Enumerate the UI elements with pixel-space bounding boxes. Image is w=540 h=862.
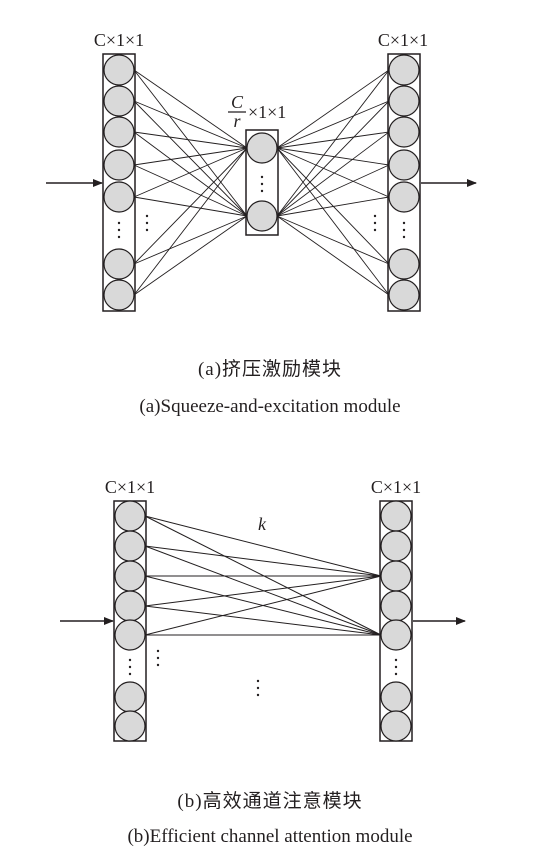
- panel-a-connections-left: [133, 69, 248, 296]
- input-node: [103, 54, 135, 86]
- output-node: [388, 248, 420, 280]
- panel-a-middle-dim-label: C r ×1×1: [228, 92, 286, 131]
- fc-connection: [133, 147, 248, 265]
- input-node: [103, 279, 135, 311]
- output-node: [380, 681, 412, 713]
- input-node: [114, 530, 146, 562]
- panel-b-right-dim-label: C×1×1: [371, 477, 421, 497]
- panel-b-ellipsis: [128, 649, 398, 697]
- fc-connection: [276, 147, 390, 265]
- local-connection: [144, 575, 382, 607]
- fc-connection: [276, 100, 390, 217]
- fc-connection: [276, 131, 390, 149]
- panel-b-connections: [144, 515, 382, 636]
- panel-b-caption-en: (b)Efficient channel attention module: [127, 826, 413, 847]
- output-node: [388, 116, 420, 148]
- fc-connection: [276, 100, 390, 149]
- local-connection: [144, 575, 382, 636]
- output-node: [380, 710, 412, 742]
- fc-connection: [133, 147, 248, 198]
- panel-a-connections-right: [276, 69, 390, 296]
- input-node: [114, 500, 146, 532]
- output-node: [388, 181, 420, 213]
- input-node: [114, 710, 146, 742]
- fc-connection: [133, 164, 248, 217]
- fc-connection: [276, 164, 390, 217]
- local-connection: [144, 605, 382, 636]
- fc-connection: [276, 215, 390, 296]
- panel-a-input-nodes: [103, 54, 135, 311]
- panel-a-caption-zh: (a)挤压激励模块: [197, 359, 343, 380]
- input-node: [103, 116, 135, 148]
- fraction-denominator: r: [233, 111, 241, 131]
- fc-connection: [276, 147, 390, 198]
- output-node: [380, 619, 412, 651]
- panel-a-ellipsis: [117, 175, 406, 239]
- input-node: [103, 248, 135, 280]
- input-node: [103, 149, 135, 181]
- fc-connection: [276, 147, 390, 166]
- fc-connection: [133, 147, 248, 296]
- panel-a-right-dim-label: C×1×1: [378, 30, 428, 50]
- middle-dim-suffix: ×1×1: [248, 102, 286, 122]
- fc-connection: [276, 69, 390, 217]
- panel-a-bottleneck-nodes: [246, 132, 278, 232]
- output-node: [388, 149, 420, 181]
- output-node: [380, 590, 412, 622]
- panel-a-output-nodes: [388, 54, 420, 311]
- fc-connection: [133, 69, 248, 217]
- panel-b-left-dim-label: C×1×1: [105, 477, 155, 497]
- panel-b-output-nodes: [380, 500, 412, 742]
- fc-connection: [133, 215, 248, 265]
- panel-b-kernel-label: k: [258, 514, 267, 534]
- fc-connection: [133, 131, 248, 149]
- fc-connection: [276, 69, 390, 149]
- fc-connection: [276, 215, 390, 265]
- input-node: [103, 85, 135, 117]
- output-node: [380, 500, 412, 532]
- input-node: [114, 681, 146, 713]
- fc-connection: [133, 69, 248, 149]
- fc-connection: [133, 100, 248, 217]
- input-node: [114, 590, 146, 622]
- output-node: [380, 560, 412, 592]
- panel-b-input-nodes: [114, 500, 146, 742]
- local-connection: [144, 545, 382, 577]
- fc-connection: [276, 131, 390, 217]
- panel-b-diagram: C×1×1 C×1×1 k: [60, 477, 466, 742]
- fraction-numerator: C: [231, 92, 244, 112]
- panel-a-diagram: C×1×1 C×1×1 C r ×1×1: [46, 30, 477, 312]
- panel-a-left-dim-label: C×1×1: [94, 30, 144, 50]
- fc-connection: [133, 100, 248, 149]
- panel-a-caption-en: (a)Squeeze-and-excitation module: [139, 396, 401, 417]
- fc-connection: [133, 131, 248, 217]
- output-node: [388, 279, 420, 311]
- output-node: [388, 85, 420, 117]
- input-node: [114, 560, 146, 592]
- fc-connection: [276, 147, 390, 296]
- bottleneck-node: [246, 132, 278, 164]
- panel-b-caption-zh: (b)高效通道注意模块: [177, 791, 363, 812]
- output-node: [380, 530, 412, 562]
- fc-connection: [133, 147, 248, 166]
- input-node: [103, 181, 135, 213]
- bottleneck-node: [246, 200, 278, 232]
- output-node: [388, 54, 420, 86]
- local-connection: [144, 515, 382, 577]
- input-node: [114, 619, 146, 651]
- fc-connection: [133, 215, 248, 296]
